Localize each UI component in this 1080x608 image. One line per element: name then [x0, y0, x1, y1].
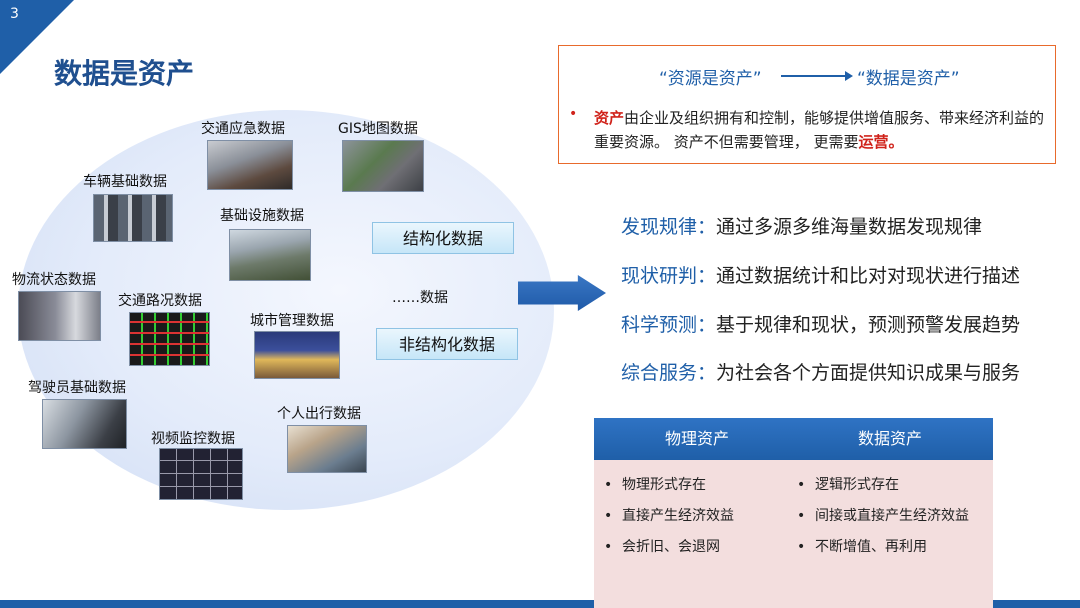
gis-map-image [342, 140, 424, 192]
data-asset-list: •逻辑形式存在 •间接或直接产生经济效益 •不断增值、再利用 [787, 460, 993, 608]
source-label-logistics: 物流状态数据 [12, 272, 96, 288]
value-key: 现状研判： [621, 265, 717, 287]
value-key: 发现规律： [621, 216, 717, 238]
source-label-gis: GIS地图数据 [338, 121, 418, 137]
more-data-label: ……数据 [392, 290, 448, 306]
data-asset-column: 数据资产 •逻辑形式存在 •间接或直接产生经济效益 •不断增值、再利用 [787, 418, 993, 608]
data-asset-header: 数据资产 [787, 418, 993, 460]
infrastructure-image [229, 229, 311, 281]
logistics-image [18, 291, 101, 341]
list-item: •会折旧、会退网 [604, 539, 720, 555]
definition-box: “资源是资产” “数据是资产” • 资产由企业及组织拥有和控制，能够提供增值服务… [558, 45, 1056, 164]
page-number: 3 [10, 6, 19, 22]
bullet-icon: • [604, 539, 613, 555]
source-label-video: 视频监控数据 [151, 431, 235, 447]
value-desc: 通过数据统计和比对对现状进行描述 [716, 265, 1021, 287]
corner-decoration [0, 0, 74, 74]
emergency-image [207, 140, 293, 190]
bullet-icon: • [797, 477, 806, 493]
list-item: •物理形式存在 [604, 477, 706, 493]
value-point-forecast: 科学预测：基于规律和现状，预测预警发展趋势 [621, 310, 1020, 337]
value-key: 科学预测： [621, 314, 717, 336]
physical-asset-column: 物理资产 •物理形式存在 •直接产生经济效益 •会折旧、会退网 [594, 418, 800, 608]
bullet-icon: • [569, 106, 578, 122]
travel-image [287, 425, 367, 473]
source-label-vehicle: 车辆基础数据 [83, 174, 167, 190]
unstructured-data-tag: 非结构化数据 [376, 328, 518, 360]
page-title: 数据是资产 [54, 57, 195, 90]
physical-asset-header: 物理资产 [594, 418, 800, 460]
source-label-traffic: 交通路况数据 [118, 293, 202, 309]
list-item: •不断增值、再利用 [797, 539, 927, 555]
bullet-icon: • [604, 508, 613, 524]
source-label-driver: 驾驶员基础数据 [28, 380, 126, 396]
value-point-discover: 发现规律：通过多源多维海量数据发现规律 [621, 212, 982, 239]
definition-keyword: 资产 [594, 109, 625, 127]
structured-data-tag: 结构化数据 [372, 222, 514, 254]
definition-emphasis: 运营。 [858, 133, 904, 151]
list-item: •间接或直接产生经济效益 [797, 508, 969, 524]
value-point-service: 综合服务：为社会各个方面提供知识成果与服务 [621, 358, 1020, 385]
driver-image [42, 399, 127, 449]
source-label-travel: 个人出行数据 [277, 406, 361, 422]
bullet-icon: • [797, 508, 806, 524]
resource-phrase: “资源是资产” [659, 69, 762, 89]
bottom-bar [0, 600, 1080, 608]
data-phrase: “数据是资产” [857, 69, 960, 89]
bullet-icon: • [604, 477, 613, 493]
definition-body: 由企业及组织拥有和控制，能够提供增值服务、带来经济利益的重要资源。 资产不但需要… [594, 109, 1045, 151]
definition-text: 资产由企业及组织拥有和控制，能够提供增值服务、带来经济利益的重要资源。 资产不但… [594, 106, 1046, 154]
source-label-emergency: 交通应急数据 [201, 121, 285, 137]
vehicle-image [93, 194, 173, 242]
source-label-infrastructure: 基础设施数据 [220, 208, 304, 224]
transition-arrow-icon [781, 71, 853, 81]
value-desc: 为社会各个方面提供知识成果与服务 [716, 362, 1021, 384]
value-desc: 通过多源多维海量数据发现规律 [716, 216, 983, 238]
bullet-icon: • [797, 539, 806, 555]
city-image [254, 331, 340, 379]
video-monitor-image [159, 448, 243, 500]
value-desc: 基于规律和现状，预测预警发展趋势 [716, 314, 1021, 336]
list-item: •逻辑形式存在 [797, 477, 899, 493]
traffic-map-image [129, 312, 210, 366]
value-key: 综合服务： [621, 362, 717, 384]
list-item: •直接产生经济效益 [604, 508, 734, 524]
physical-asset-list: •物理形式存在 •直接产生经济效益 •会折旧、会退网 [594, 460, 800, 608]
source-label-city: 城市管理数据 [250, 313, 334, 329]
value-point-status: 现状研判：通过数据统计和比对对现状进行描述 [621, 261, 1020, 288]
